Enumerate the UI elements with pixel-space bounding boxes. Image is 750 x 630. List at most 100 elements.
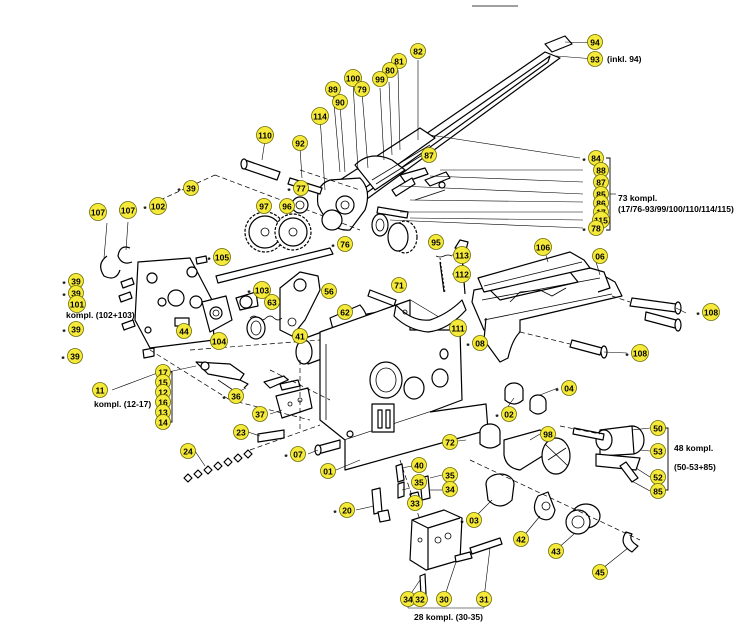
callout-number: 115 bbox=[594, 216, 608, 226]
callout-50: 50 bbox=[650, 420, 666, 436]
callout-40: 40 bbox=[411, 457, 427, 473]
callout-80: 80 bbox=[382, 62, 398, 78]
callout-53: 53 bbox=[650, 443, 666, 459]
callout-badge-circle bbox=[68, 321, 84, 337]
callout-97: 97 bbox=[256, 198, 272, 214]
link-105 bbox=[215, 247, 334, 337]
callout-108a: 108 * bbox=[696, 303, 720, 321]
callout-number: 111 bbox=[451, 324, 465, 334]
callout-asterisk: * bbox=[143, 204, 147, 214]
callout-number: 35 bbox=[414, 478, 424, 488]
callout-number: 108 bbox=[704, 308, 718, 318]
callout-87: 87 bbox=[421, 147, 437, 163]
callout-number: 36 bbox=[231, 392, 241, 402]
callout-badge-circle bbox=[421, 147, 437, 163]
note-kit-73-line1: 73 kompl. bbox=[618, 193, 657, 203]
callout-asterisk: * bbox=[696, 310, 700, 320]
callout-number: 80 bbox=[385, 66, 395, 76]
callout-number: 93 bbox=[590, 55, 600, 65]
callout-number: 39 bbox=[186, 184, 196, 194]
circlips-107 bbox=[100, 221, 133, 279]
callout-number: 79 bbox=[357, 85, 367, 95]
callout-badge-circle bbox=[592, 564, 608, 580]
callout-asterisk: * bbox=[177, 186, 181, 196]
callout-114: 114 bbox=[311, 107, 329, 125]
callout-number: 87 bbox=[424, 151, 434, 161]
callout-77: 77* bbox=[287, 180, 309, 196]
callout-number: 06 bbox=[595, 252, 605, 262]
callout-badge-circle bbox=[534, 238, 552, 256]
callout-badge-circle bbox=[180, 443, 196, 459]
callout-number: 13 bbox=[158, 408, 168, 418]
callout-asterisk: * bbox=[625, 351, 629, 361]
callout-badge-circle bbox=[293, 180, 309, 196]
callout-93: 93 bbox=[587, 51, 603, 67]
callout-45: 45 bbox=[592, 564, 608, 580]
callout-number: 97 bbox=[259, 202, 269, 212]
callout-badge-circle bbox=[513, 531, 529, 547]
callout-number: 110 bbox=[258, 131, 272, 141]
shaft-98 bbox=[479, 382, 571, 475]
callout-badge-circle bbox=[213, 248, 231, 266]
callout-badge-circle bbox=[264, 294, 280, 310]
callout-23: 23 bbox=[233, 424, 249, 440]
callout-number: 106 bbox=[536, 243, 550, 253]
callout-11: 11 bbox=[92, 382, 108, 398]
callout-82: 82 bbox=[410, 43, 426, 59]
callout-number: 39 bbox=[70, 352, 80, 362]
note-kit-102: kompl. (102+103) bbox=[66, 310, 135, 320]
callout-39e: 39* bbox=[61, 348, 83, 364]
callout-number: 90 bbox=[335, 98, 345, 108]
callout-36: 36* bbox=[222, 388, 244, 404]
callout-number: 40 bbox=[414, 461, 424, 471]
callout-number: 53 bbox=[653, 447, 663, 457]
callout-56: 56 bbox=[321, 283, 337, 299]
base-plate-06 bbox=[471, 267, 623, 363]
callout-number: 78 bbox=[591, 224, 601, 234]
callout-badge-circle bbox=[702, 303, 720, 321]
callout-07: 07 * bbox=[284, 446, 306, 462]
callout-number: 72 bbox=[445, 438, 455, 448]
callout-badge-circle bbox=[119, 201, 137, 219]
callout-number: 104 bbox=[212, 337, 226, 347]
callout-number: 20 bbox=[342, 506, 352, 516]
callout-badge-circle bbox=[339, 502, 355, 518]
callout-badge-circle bbox=[292, 135, 308, 151]
callout-63: 63 bbox=[264, 294, 280, 310]
callout-asterisk: * bbox=[460, 518, 464, 528]
callout-badge-circle bbox=[410, 43, 426, 59]
callout-number: 31 bbox=[479, 595, 489, 605]
callout-number: 52 bbox=[653, 473, 663, 483]
callout-number: 62 bbox=[340, 308, 350, 318]
callout-number: 39 bbox=[71, 289, 81, 299]
callout-badge-circle bbox=[354, 81, 370, 97]
callout-31: 31 bbox=[476, 591, 492, 607]
callout-badge-circle bbox=[292, 328, 308, 344]
callout-badge-circle bbox=[279, 198, 295, 214]
callout-33: 33 bbox=[407, 495, 423, 511]
callout-104: 104 bbox=[210, 332, 228, 350]
callout-number: 12 bbox=[158, 388, 168, 398]
callout-number: 39 bbox=[71, 277, 81, 287]
callout-30: 30 bbox=[436, 591, 452, 607]
cover-106 bbox=[477, 251, 591, 293]
callout-number: 07 bbox=[293, 450, 303, 460]
callout-badge-circle bbox=[561, 380, 577, 396]
callout-103: 103* bbox=[247, 281, 271, 299]
callout-badge-circle bbox=[476, 591, 492, 607]
side-plate-101 bbox=[134, 257, 233, 349]
note-kit-48-line2: (50-53+85) bbox=[674, 462, 716, 472]
callout-number: 01 bbox=[323, 467, 333, 477]
callout-badge-circle bbox=[256, 198, 272, 214]
callout-asterisk: * bbox=[284, 452, 288, 462]
callout-number: 107 bbox=[121, 206, 135, 216]
callout-badge-circle bbox=[650, 420, 666, 436]
callout-asterisk: * bbox=[62, 327, 66, 337]
callout-99: 99 bbox=[372, 71, 388, 87]
note-kit-11: kompl. (12-17) bbox=[94, 399, 151, 409]
callout-62: 62 bbox=[337, 304, 353, 320]
callout-number: 14 bbox=[158, 418, 168, 428]
callout-79: 79 bbox=[354, 81, 370, 97]
callout-badge-circle bbox=[631, 344, 649, 362]
callout-113: 113 bbox=[453, 246, 471, 264]
